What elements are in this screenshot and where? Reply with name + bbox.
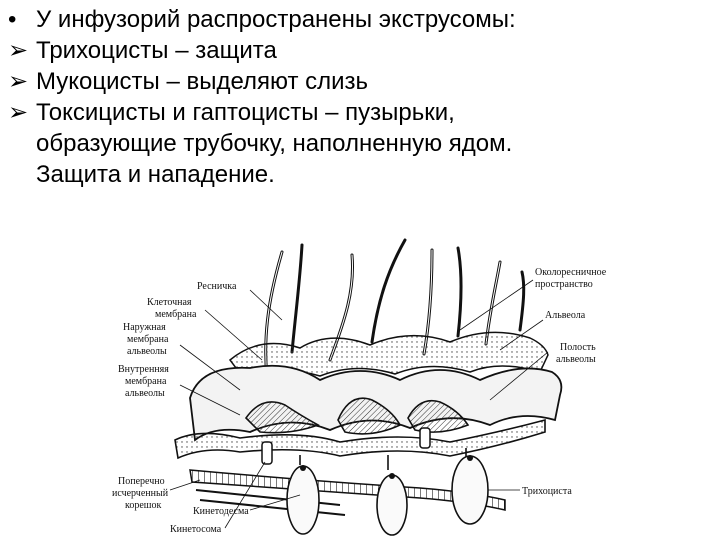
label-striated-root: исчерченный xyxy=(112,488,169,499)
label-cell-membrane: Клеточная xyxy=(147,297,192,308)
label-kinetodesma: Кинетодесма xyxy=(193,506,249,517)
label-striated-root: Поперечно xyxy=(118,476,165,487)
label-alveolar-cavity: альвеолы xyxy=(556,354,596,365)
label-alveolar-cavity: Полость xyxy=(560,342,596,353)
alveolar-cavities xyxy=(246,398,468,434)
label-outer-membrane: альвеолы xyxy=(127,346,167,357)
trichocysts xyxy=(287,448,488,535)
label-inner-membrane: мембрана xyxy=(125,376,167,387)
label-cilium: Ресничка xyxy=(197,281,237,292)
label-outer-membrane: мембрана xyxy=(127,334,169,345)
label-periciliary-space: Околоресничное xyxy=(535,267,607,278)
label-inner-membrane: альвеолы xyxy=(125,388,165,399)
label-alveolus: Альвеола xyxy=(545,310,586,321)
label-striated-root: корешок xyxy=(125,500,161,511)
label-inner-membrane: Внутренняя xyxy=(118,364,169,375)
trichocyst-tips xyxy=(300,455,473,479)
label-periciliary-space: пространство xyxy=(535,279,593,290)
label-cell-membrane: мембрана xyxy=(155,309,197,320)
label-kinetosome: Кинетосома xyxy=(170,524,222,535)
label-trichocyst: Трихоциста xyxy=(522,486,572,497)
label-outer-membrane: Наружная xyxy=(123,322,166,333)
